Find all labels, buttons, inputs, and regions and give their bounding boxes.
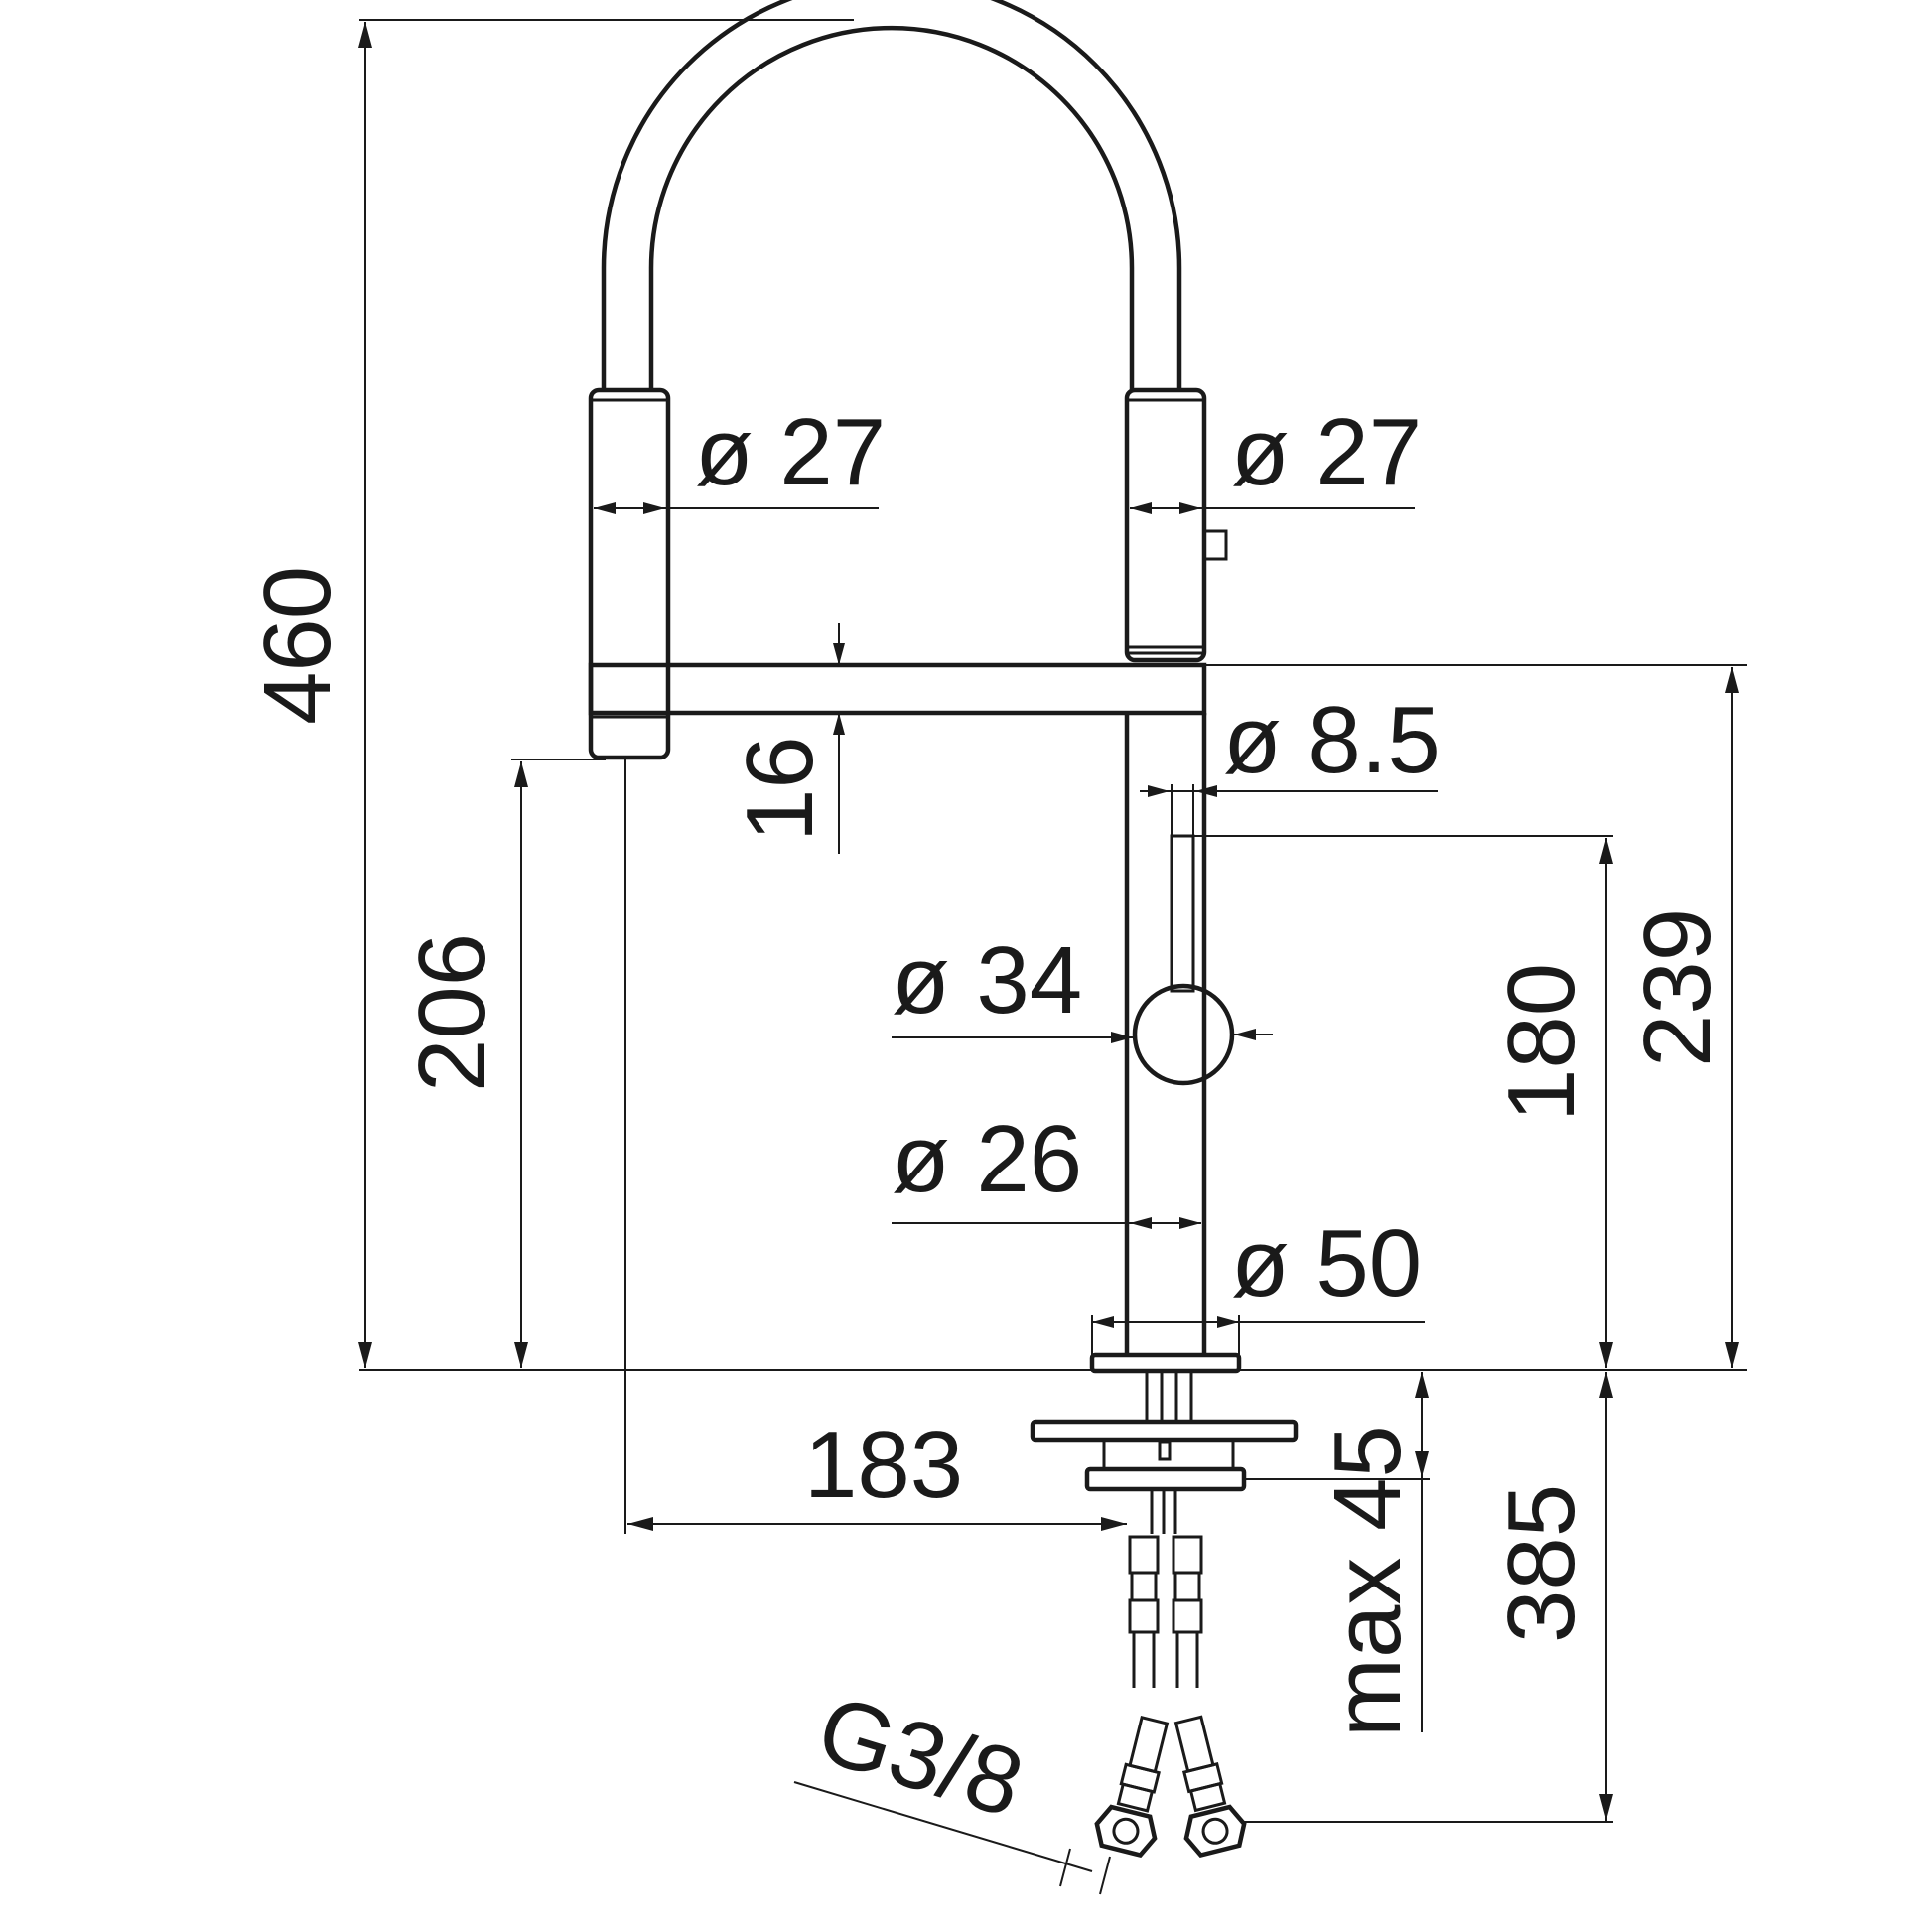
label-dia-27-left: ø 27 <box>695 399 886 505</box>
label-dim-206: 206 <box>399 933 505 1092</box>
label-dia-26: ø 26 <box>892 1106 1082 1212</box>
label-dia-50: ø 50 <box>1231 1210 1422 1316</box>
label-dim-239: 239 <box>1624 908 1730 1067</box>
spray-button <box>1202 529 1228 561</box>
label-dim-max45: max 45 <box>1314 1425 1421 1737</box>
dim-183-arrow-left <box>627 1517 653 1531</box>
label-dim-385: 385 <box>1488 1484 1594 1643</box>
gooseneck-outer <box>601 0 1182 390</box>
spray-head-left <box>588 387 671 760</box>
lever-rod <box>1170 834 1195 993</box>
label-dia-27-right: ø 27 <box>1231 399 1422 505</box>
hose-left-crimp-3 <box>1128 1598 1160 1634</box>
faucet-outline <box>588 0 1242 1374</box>
dim-239-arrow-top <box>1725 667 1739 693</box>
thread-tick-2 <box>1099 1856 1111 1895</box>
label-dim-180: 180 <box>1488 963 1594 1122</box>
gooseneck-inner <box>648 25 1135 390</box>
dim-16-arrow-top <box>833 643 845 665</box>
dimension-labels: ø 27 ø 27 ø 8.5 ø 34 ø 26 ø 50 183 460 2… <box>244 399 1730 1838</box>
dimension-lines <box>358 19 1747 1895</box>
dim-50-arrow-1 <box>1092 1316 1114 1328</box>
label-dim-460: 460 <box>244 566 350 725</box>
dim-max45-arrow-top <box>1415 1372 1429 1398</box>
base-flange <box>1089 1352 1242 1374</box>
hose-right-crimp-3 <box>1172 1598 1203 1634</box>
dim-206-arrow-top <box>514 761 528 787</box>
dim-8-5-arrow-1 <box>1148 785 1170 797</box>
dim-26-arrow-2 <box>1179 1217 1201 1229</box>
mounting-hardware <box>1030 1371 1299 1534</box>
label-dim-183: 183 <box>804 1412 963 1518</box>
thread-leader-line <box>793 1781 1093 1872</box>
hose-right-crimp-1 <box>1172 1535 1203 1575</box>
dim-385-arrow-bottom <box>1599 1794 1613 1820</box>
dim-183-arrow-right <box>1101 1517 1127 1531</box>
label-dia-8-5: ø 8.5 <box>1223 687 1441 793</box>
mounting-plate <box>1030 1419 1299 1443</box>
hose-right-crimp-2 <box>1173 1571 1201 1602</box>
dim-8-5-arrow-2 <box>1195 785 1217 797</box>
label-thread-g3-8: G3/8 <box>806 1676 1035 1838</box>
dim-34-arrow-1 <box>1111 1032 1133 1043</box>
hose-right-fitting <box>1173 1715 1247 1859</box>
dim-180-arrow-top <box>1599 838 1613 864</box>
dim-460-arrow-top <box>358 22 372 48</box>
dim-27-left-arrow-1 <box>594 502 616 514</box>
hose-left-fitting <box>1094 1715 1170 1859</box>
hose-left-crimp-2 <box>1130 1571 1158 1602</box>
dim-max45-arrow-bottom <box>1415 1451 1429 1477</box>
dim-206-arrow-bottom <box>514 1342 528 1368</box>
dim-16-arrow-bottom <box>833 713 845 735</box>
supply-hoses <box>1094 1535 1247 1859</box>
thread-tick-1 <box>1059 1848 1071 1887</box>
support-arm <box>588 662 1207 716</box>
label-dia-34: ø 34 <box>892 927 1082 1034</box>
spray-holder-right <box>1124 387 1207 663</box>
mount-center-pin <box>1158 1440 1172 1461</box>
mounting-washer <box>1084 1466 1247 1492</box>
dim-27-right-arrow-1 <box>1130 502 1152 514</box>
dim-385-arrow-top <box>1599 1372 1613 1398</box>
lever-knob <box>1132 983 1235 1086</box>
dim-34-arrow-2 <box>1234 1029 1256 1040</box>
dim-239-arrow-bottom <box>1725 1342 1739 1368</box>
dim-26-arrow-1 <box>1130 1217 1152 1229</box>
dim-27-right-arrow-2 <box>1179 502 1201 514</box>
dim-27-left-arrow-2 <box>643 502 665 514</box>
dim-180-arrow-bottom <box>1599 1342 1613 1368</box>
dim-460-arrow-bottom <box>358 1342 372 1368</box>
label-dim-16: 16 <box>727 736 833 842</box>
hose-left-crimp-1 <box>1128 1535 1160 1575</box>
dim-50-arrow-2 <box>1217 1316 1239 1328</box>
